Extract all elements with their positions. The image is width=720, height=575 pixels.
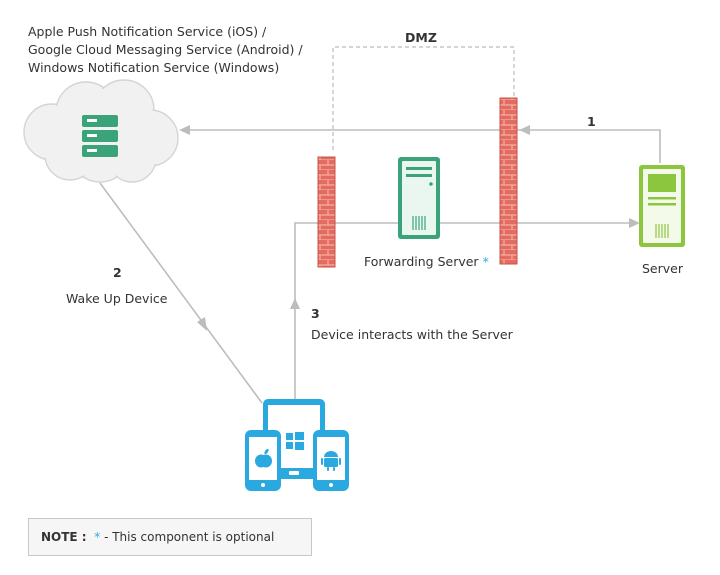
arrow-step1-mid [519, 125, 530, 135]
connector-step1 [185, 129, 661, 163]
connector-step2 [99, 182, 263, 404]
step3-number: 3 [311, 306, 320, 321]
dmz-label: DMZ [405, 30, 437, 45]
cloud-server-stack-icon [82, 115, 118, 157]
windows-logo-icon [286, 432, 304, 450]
arrow-heads [179, 125, 640, 331]
arrow-step3-mid [290, 298, 300, 309]
step2-number: 2 [113, 265, 122, 280]
step1-number: 1 [587, 114, 596, 129]
services-line-ios: Apple Push Notification Service (iOS) / [28, 24, 267, 39]
tablet-device-icon [263, 399, 325, 479]
dmz-boundary [332, 46, 515, 150]
devices-group [245, 399, 349, 491]
server-label: Server [642, 261, 683, 276]
server-icon [639, 165, 685, 247]
connectors [99, 129, 661, 404]
note-prefix: NOTE : [41, 530, 87, 544]
forwarding-server-label: Forwarding Server [364, 254, 479, 269]
services-line-windows: Windows Notification Service (Windows) [28, 60, 280, 75]
firewall-left-icon [317, 156, 336, 268]
android-logo-icon [321, 451, 341, 471]
apple-logo-icon [255, 448, 272, 468]
connector-step3 [294, 222, 632, 400]
services-line-android: Google Cloud Messaging Service (Android)… [28, 42, 303, 57]
arrow-step2-mid [197, 317, 207, 331]
forwarding-server-icon [398, 157, 440, 239]
note-text: - This component is optional [104, 530, 275, 544]
arrow-to-cloud [179, 125, 190, 135]
note-box: NOTE : * - This component is optional [28, 518, 312, 556]
arrow-to-server [629, 218, 640, 228]
step2-label: Wake Up Device [66, 291, 168, 306]
forwarding-server-caption: Forwarding Server * [364, 253, 489, 271]
step3-label: Device interacts with the Server [311, 327, 513, 342]
note-marker: * [94, 530, 101, 544]
optional-marker: * [482, 254, 489, 269]
firewall-right-icon [499, 97, 518, 265]
